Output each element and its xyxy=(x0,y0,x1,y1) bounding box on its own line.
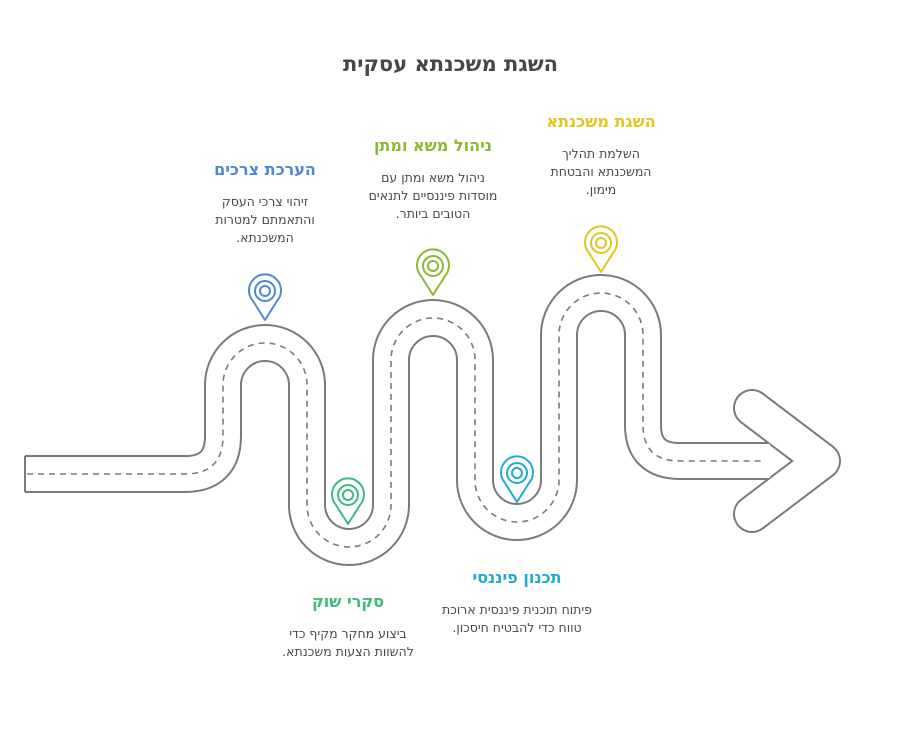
location-pin-icon xyxy=(248,273,282,321)
diagram-title: השגת משכנתא עסקית xyxy=(342,52,559,76)
step-title: הערכת צרכים xyxy=(214,160,316,179)
step-financial-planning: תכנון פיננסי פיתוח תוכנית פיננסית ארוכת ט… xyxy=(432,568,602,637)
step-description: זיהוי צרכי העסק והתאמתם למטרות המשכנתא. xyxy=(215,194,315,245)
step-title: סקרי שוק xyxy=(312,592,384,611)
location-pin-icon xyxy=(584,225,618,273)
step-needs-assessment: הערכת צרכים זיהוי צרכי העסק והתאמתם למטרו… xyxy=(180,160,350,247)
step-title: ניהול משא ומתן xyxy=(373,136,493,155)
step-mortgage-secured: השגת משכנתא השלמת תהליך המשכנתא והבטחת מי… xyxy=(516,112,686,199)
step-title: השגת משכנתא xyxy=(546,112,656,131)
location-pin-icon xyxy=(331,477,365,525)
road-center-dashes xyxy=(27,292,765,548)
step-description: ביצוע מחקר מקיף כדי להשוות הצעות משכנתא. xyxy=(282,626,414,659)
step-description: פיתוח תוכנית פיננסית ארוכת טווח כדי להבט… xyxy=(442,602,592,635)
step-description: השלמת תהליך המשכנתא והבטחת מימון. xyxy=(550,146,652,197)
location-pin-icon xyxy=(500,455,534,503)
step-description: ניהול משא ומתן עם מוסדות פיננסיים לתנאים… xyxy=(368,170,498,221)
location-pin-icon xyxy=(416,248,450,296)
step-market-research: סקרי שוק ביצוע מחקר מקיף כדי להשוות הצעות… xyxy=(263,592,433,661)
step-negotiation: ניהול משא ומתן ניהול משא ומתן עם מוסדות פ… xyxy=(348,136,518,223)
step-title: תכנון פיננסי xyxy=(472,568,562,587)
